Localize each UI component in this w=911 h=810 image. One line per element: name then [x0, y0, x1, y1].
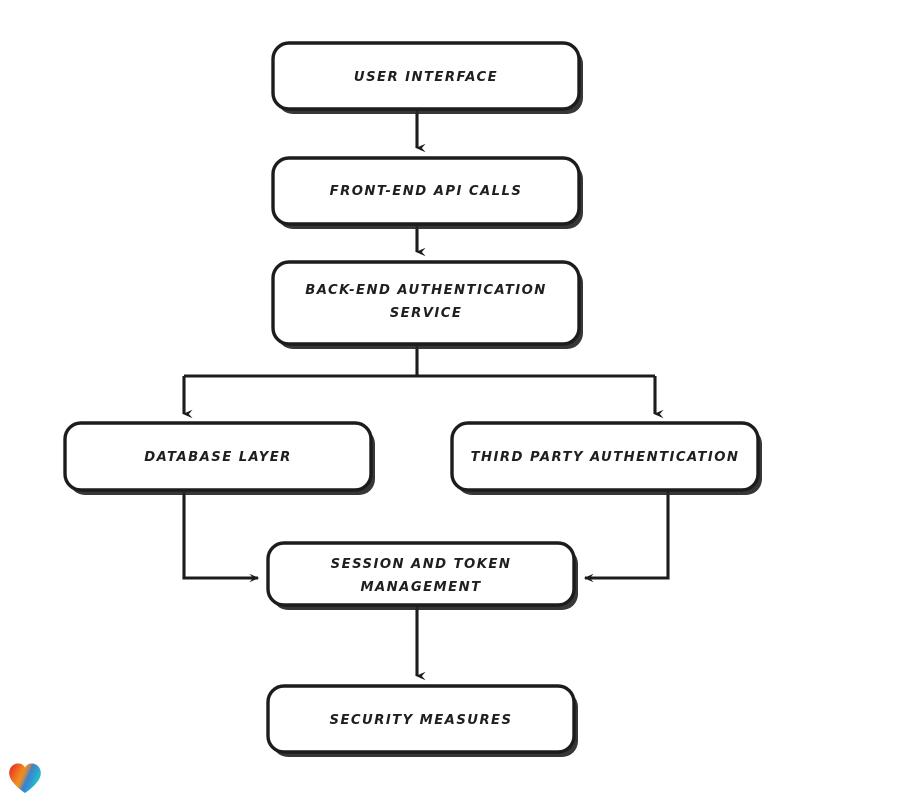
- heart-icon: [8, 762, 42, 794]
- node-frontend-api-calls[interactable]: FRONT-END API CALLS: [271, 156, 583, 229]
- node-label-security-measures: SECURITY MEASURES: [330, 713, 513, 728]
- edge-thirdparty-to-session: [583, 491, 670, 583]
- node-label-user-interface: USER INTERFACE: [354, 70, 498, 85]
- heart-icon-svg: [9, 763, 41, 793]
- node-label-third-party-authentication: THIRD PARTY AUTHENTICATION: [471, 450, 740, 465]
- node-database-layer[interactable]: DATABASE LAYER: [63, 421, 375, 495]
- node-label-session-line-1: SESSION AND TOKEN: [331, 557, 512, 572]
- node-label-database-layer: DATABASE LAYER: [144, 450, 292, 465]
- node-user-interface[interactable]: USER INTERFACE: [271, 41, 583, 114]
- node-label-backend-line-1: BACK-END AUTHENTICATION: [305, 283, 547, 298]
- node-backend-authentication-service[interactable]: BACK-END AUTHENTICATION SERVICE: [271, 260, 583, 349]
- node-label-frontend-api-calls: FRONT-END API CALLS: [330, 184, 523, 199]
- node-label-backend-line-2: SERVICE: [390, 306, 463, 321]
- node-third-party-authentication[interactable]: THIRD PARTY AUTHENTICATION: [450, 421, 762, 495]
- node-security-measures[interactable]: SECURITY MEASURES: [266, 684, 578, 757]
- node-session-and-token-management[interactable]: SESSION AND TOKEN MANAGEMENT: [266, 541, 578, 610]
- edge-database-to-session: [182, 491, 260, 583]
- node-label-session-line-2: MANAGEMENT: [360, 580, 481, 595]
- edge-layer: [182, 110, 670, 681]
- edge-backend-split: [184, 345, 655, 378]
